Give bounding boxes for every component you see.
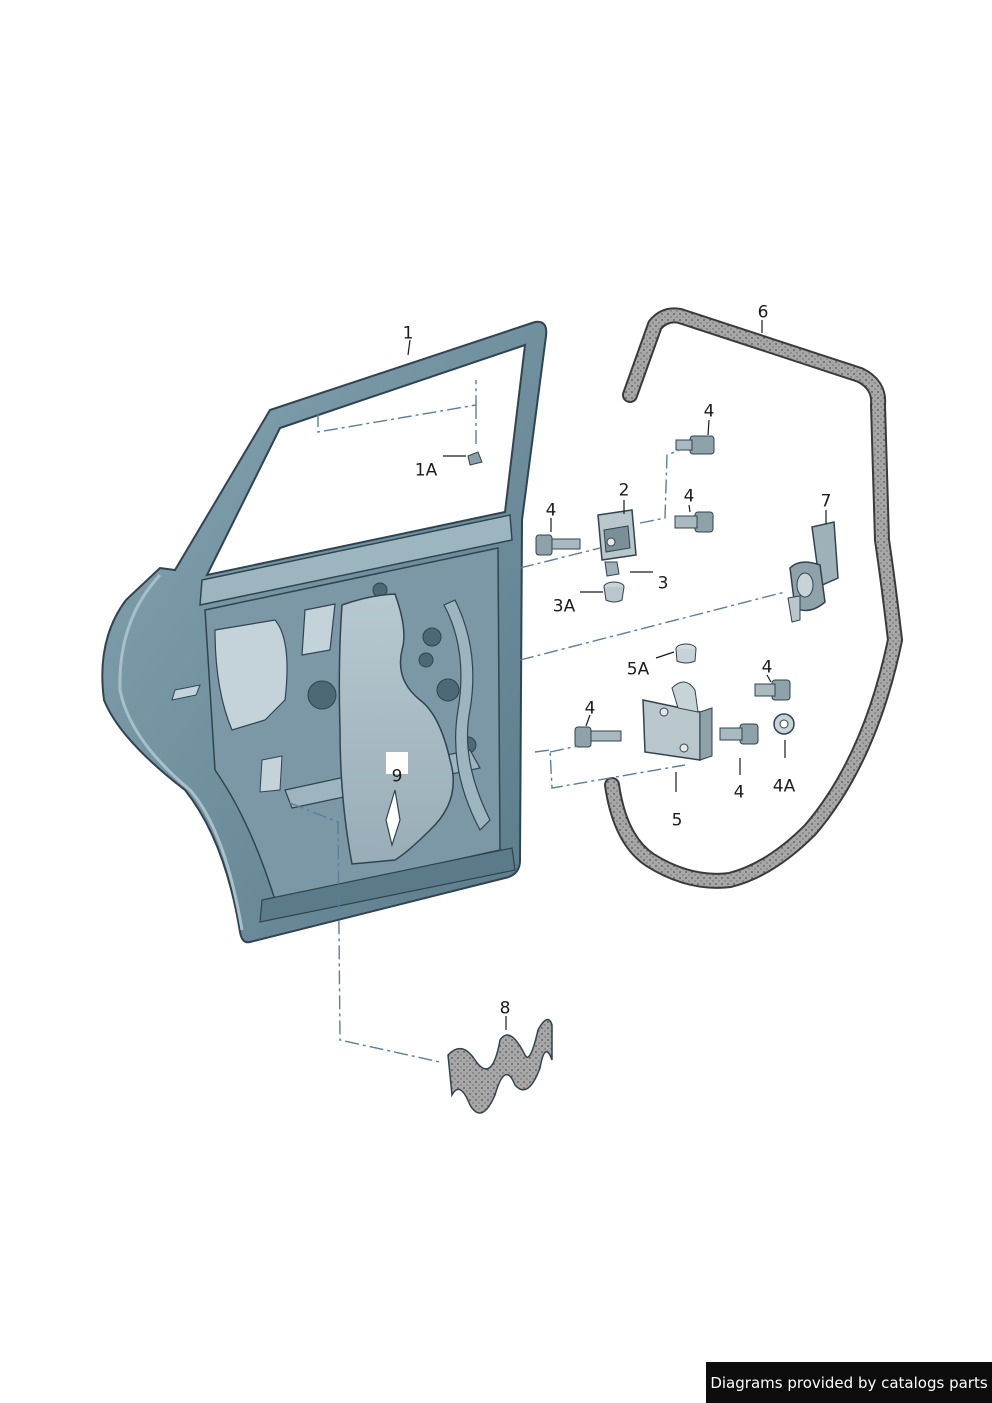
callout-4-left-upper[interactable]: 4 xyxy=(545,500,557,521)
bolt-4f[interactable] xyxy=(719,723,759,745)
callout-3A[interactable]: 3A xyxy=(552,596,576,617)
hinge-lower-5[interactable] xyxy=(642,681,713,761)
bolt-4d[interactable] xyxy=(574,726,622,748)
bolt-4c[interactable] xyxy=(674,511,714,533)
insulation-pad-8[interactable] xyxy=(447,1018,553,1114)
callout-4A[interactable]: 4A xyxy=(772,776,796,797)
callout-9-background xyxy=(386,752,408,774)
callout-7[interactable]: 7 xyxy=(820,491,832,512)
callout-5[interactable]: 5 xyxy=(671,810,683,831)
clip-1A[interactable] xyxy=(467,451,483,466)
callout-6[interactable]: 6 xyxy=(757,302,769,323)
callout-9[interactable]: 9 xyxy=(391,766,403,787)
credit-text: Diagrams provided by catalogs parts xyxy=(710,1373,988,1392)
callout-4-bottom[interactable]: 4 xyxy=(733,782,745,803)
callout-4-top[interactable]: 4 xyxy=(703,401,715,422)
bushing-3A[interactable] xyxy=(603,581,625,603)
callout-4-right-lower[interactable]: 4 xyxy=(761,657,773,678)
bolt-4e[interactable] xyxy=(754,679,791,701)
callout-4-right-upper[interactable]: 4 xyxy=(683,486,695,507)
callout-1[interactable]: 1 xyxy=(402,323,414,344)
hinge-upper-2[interactable] xyxy=(597,509,637,561)
door-inner-panel[interactable] xyxy=(338,593,454,865)
leader-lines xyxy=(289,380,786,1063)
callout-3[interactable]: 3 xyxy=(657,573,669,594)
callout-2[interactable]: 2 xyxy=(618,480,630,501)
callout-5A[interactable]: 5A xyxy=(626,659,650,680)
callout-4-left-lower[interactable]: 4 xyxy=(584,698,596,719)
bolt-4b[interactable] xyxy=(535,534,581,556)
washer-4A[interactable] xyxy=(773,713,795,735)
callout-ticks xyxy=(407,320,827,1030)
bolt-4a[interactable] xyxy=(675,435,715,455)
door-seal-6[interactable] xyxy=(604,307,903,889)
callout-8[interactable]: 8 xyxy=(499,998,511,1019)
rear-door-shell[interactable] xyxy=(101,320,548,944)
nut-3[interactable] xyxy=(604,561,620,577)
door-check-7[interactable] xyxy=(787,521,839,623)
credit-footer: Diagrams provided by catalogs parts xyxy=(706,1362,992,1403)
bushing-5A[interactable] xyxy=(675,643,697,664)
callout-1A[interactable]: 1A xyxy=(414,460,438,481)
